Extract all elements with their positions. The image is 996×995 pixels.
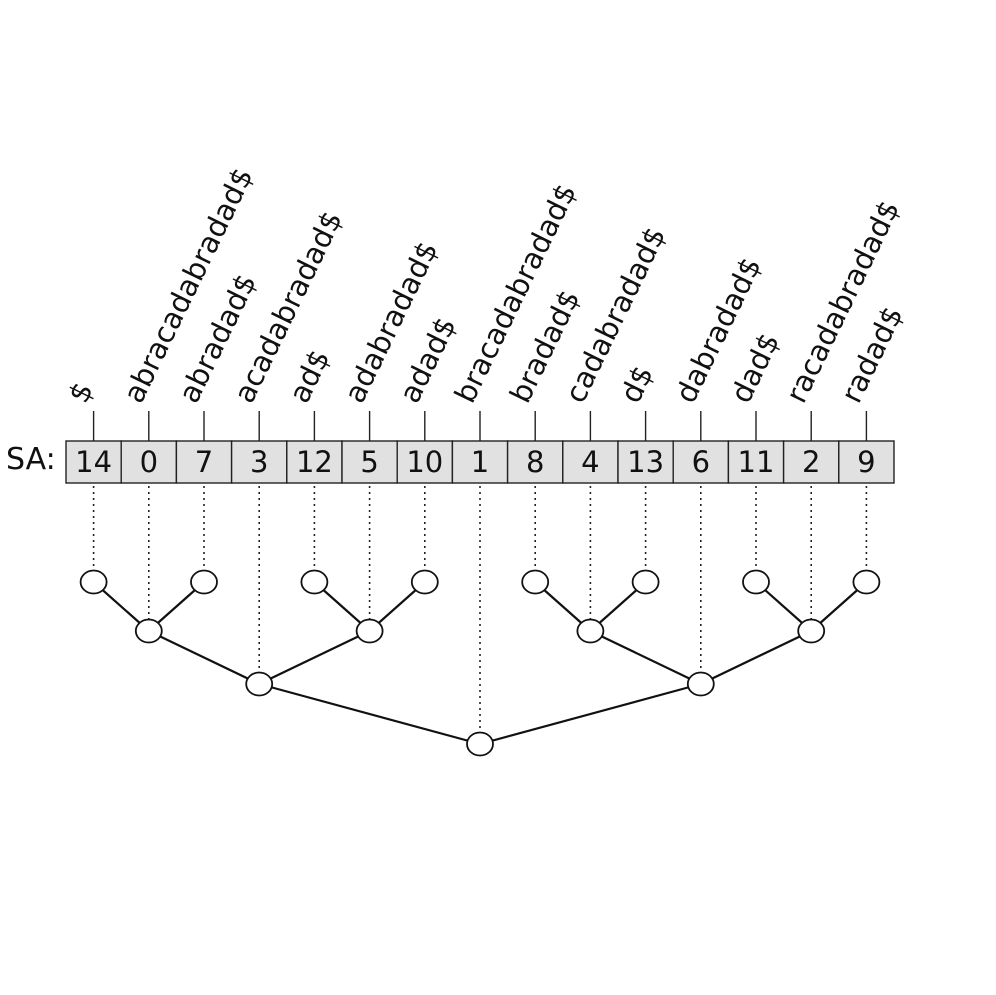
suffix-label: $ bbox=[61, 377, 100, 408]
sa-cell: 5 bbox=[341, 440, 398, 484]
sa-array-label: SA: bbox=[6, 442, 56, 477]
sa-cell: 3 bbox=[230, 440, 288, 484]
sa-cells: 14 0 7 3 12 5 10 1 8 4 13 6 11 2 9 bbox=[65, 440, 895, 484]
sa-value: 8 bbox=[526, 445, 544, 479]
tree-node bbox=[300, 569, 329, 595]
sa-cell-box bbox=[120, 440, 178, 484]
sa-cell-box bbox=[506, 440, 564, 484]
sa-cell-box bbox=[341, 440, 398, 484]
tree-node bbox=[686, 671, 715, 697]
tree-edge bbox=[479, 682, 702, 746]
sa-value: 9 bbox=[857, 445, 875, 479]
sa-value: 7 bbox=[195, 445, 213, 479]
sa-cell: 0 bbox=[120, 440, 178, 484]
tree-nodes bbox=[79, 569, 881, 757]
sa-cell: 12 bbox=[286, 440, 343, 484]
sa-cell: 11 bbox=[727, 440, 785, 484]
tree-edge bbox=[700, 630, 812, 685]
sa-cell-box bbox=[286, 440, 343, 484]
dotted-guides bbox=[92, 486, 868, 733]
suffix-ticks bbox=[92, 411, 868, 441]
sa-cell: 9 bbox=[838, 440, 895, 484]
tree-node bbox=[466, 731, 494, 757]
tree-node bbox=[742, 569, 770, 595]
sa-cell-box bbox=[672, 440, 730, 484]
sa-cell: 6 bbox=[672, 440, 730, 484]
sa-cell: 10 bbox=[396, 440, 454, 484]
tree-node bbox=[134, 618, 163, 644]
sa-value: 3 bbox=[250, 445, 268, 479]
sa-value: 10 bbox=[406, 445, 443, 479]
tree-node bbox=[797, 618, 826, 644]
sa-value: 6 bbox=[692, 445, 710, 479]
sa-cell-box bbox=[562, 440, 619, 484]
sa-value: 11 bbox=[738, 445, 775, 479]
suffix-labels: $abracadabradad$abradad$acadabradad$ad$a… bbox=[61, 162, 909, 408]
sa-cell: 8 bbox=[506, 440, 564, 484]
sa-value: 1 bbox=[471, 445, 489, 479]
tree-node bbox=[521, 569, 550, 595]
sa-value: 0 bbox=[140, 445, 158, 479]
tree-node bbox=[79, 569, 108, 595]
sa-cell: 13 bbox=[617, 440, 674, 484]
tree-edge bbox=[258, 682, 481, 746]
tree-edge bbox=[589, 630, 702, 685]
sa-value: 5 bbox=[360, 445, 378, 479]
sa-cell-box bbox=[396, 440, 454, 484]
sa-value: 4 bbox=[581, 445, 599, 479]
sa-value: 12 bbox=[296, 445, 333, 479]
sa-cell-box bbox=[65, 440, 122, 484]
sa-cell-box bbox=[617, 440, 674, 484]
suffix-label: ad$ bbox=[282, 344, 337, 408]
tree-node bbox=[245, 671, 274, 697]
tree-node bbox=[190, 569, 218, 595]
suffix-label: dad$ bbox=[724, 328, 787, 409]
sa-cell-box bbox=[727, 440, 785, 484]
sa-value: 2 bbox=[802, 445, 820, 479]
sa-cell: 4 bbox=[562, 440, 619, 484]
suffix-label: d$ bbox=[613, 360, 660, 408]
sa-cell-box bbox=[451, 440, 509, 484]
tree-node bbox=[576, 618, 605, 644]
tree-edge bbox=[148, 630, 260, 685]
sa-value: 13 bbox=[627, 445, 664, 479]
sa-cell-box bbox=[782, 440, 840, 484]
tree-node bbox=[410, 569, 439, 595]
sa-cell: 14 bbox=[65, 440, 122, 484]
sa-cell: 7 bbox=[175, 440, 233, 484]
tree-node bbox=[631, 569, 660, 595]
tree-node bbox=[355, 618, 384, 644]
sa-value: 14 bbox=[75, 445, 112, 479]
tree-edge bbox=[258, 630, 371, 685]
sa-cell: 2 bbox=[782, 440, 840, 484]
sa-cell-box bbox=[175, 440, 233, 484]
tree-node bbox=[852, 569, 881, 595]
sa-cell: 1 bbox=[451, 440, 509, 484]
sa-cell-box bbox=[838, 440, 895, 484]
